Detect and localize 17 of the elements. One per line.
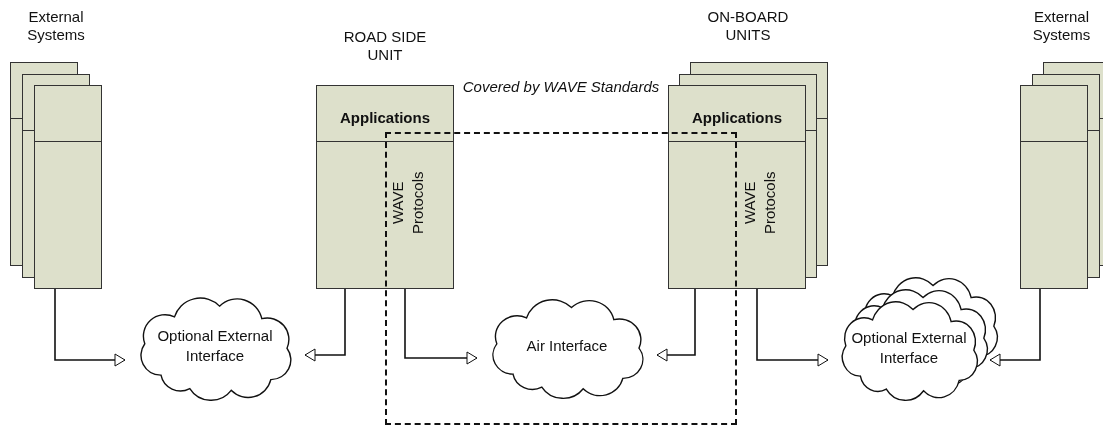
unit-heading: ROAD SIDE UNIT	[342, 28, 428, 64]
arrow	[656, 288, 696, 362]
region-heading: Covered by WAVE Standards	[461, 78, 661, 96]
layer-label: Applications	[692, 109, 782, 127]
arrow	[304, 288, 346, 362]
unit-heading: External Systems	[1031, 8, 1092, 44]
arrow	[54, 288, 126, 367]
cloud-label: Air Interface	[525, 336, 609, 356]
layer-label: WAVE Protocols	[740, 170, 779, 237]
cloud-label: Optional External Interface	[156, 326, 274, 366]
unit-heading: External Systems	[26, 8, 86, 44]
layer-label: Applications	[340, 109, 430, 127]
arrow	[989, 288, 1041, 367]
arrow	[756, 288, 829, 367]
unit-heading: ON-BOARD UNITS	[706, 8, 790, 44]
arrow	[404, 288, 478, 365]
layer-label: WAVE Protocols	[388, 170, 427, 237]
